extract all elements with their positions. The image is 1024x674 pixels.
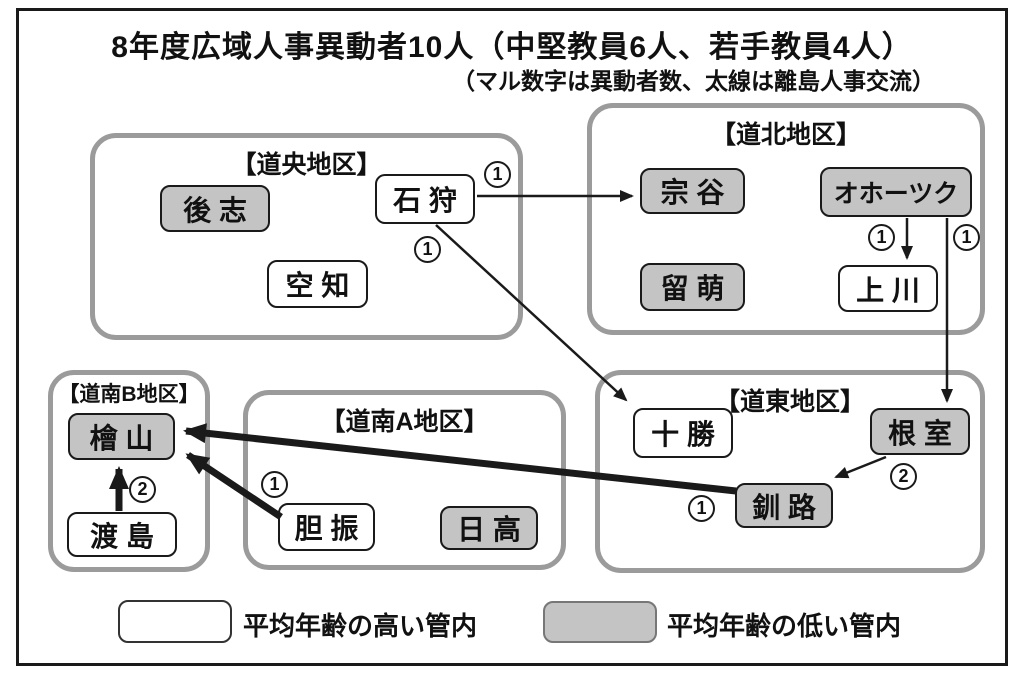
transfer-count-ishikari-tokachi: 1 [414,236,441,263]
node-shiribeshi: 後 志 [160,185,270,232]
region-title-donan-a: 【道南A地区】 [320,408,489,436]
transfer-count-nemuro-kushiro: 2 [890,463,917,490]
region-doto: 【道東地区】 [595,370,985,573]
legend-swatch-high-age [118,600,232,643]
node-okhotsk: オホーツク [820,167,972,217]
node-rumoi: 留 萌 [640,263,745,311]
diagram-title: 8年度広域人事異動者10人（中堅教員6人、若手教員4人） [111,31,913,64]
legend-label-high-age: 平均年齢の高い管内 [243,611,478,641]
node-tokachi: 十 勝 [633,408,733,458]
node-kamikawa: 上 川 [838,265,938,312]
node-soya: 宗 谷 [640,168,745,214]
node-hiyama: 檜 山 [68,413,175,460]
node-kushiro: 釧 路 [735,483,833,528]
region-title-douo: 【道央地区】 [231,151,382,179]
node-hidaka: 日 高 [440,506,538,550]
legend-label-low-age: 平均年齢の低い管内 [667,611,902,641]
region-title-doto: 【道東地区】 [714,388,865,416]
region-title-dohoku: 【道北地区】 [710,121,861,149]
region-title-donan-b: 【道南B地区】 [58,383,200,406]
transfer-count-oshima-hiyama: 2 [129,476,156,503]
transfer-count-ishikari-soya: 1 [484,161,511,188]
legend-swatch-low-age [543,601,657,643]
transfer-count-kushiro-hiyama: 1 [688,495,715,522]
node-nemuro: 根 室 [870,408,970,455]
node-oshima: 渡 島 [67,512,177,557]
transfer-count-okhotsk-nemuro: 1 [953,224,980,251]
diagram-subtitle: （マル数字は異動者数、太線は離島人事交流） [452,68,935,94]
node-ishikari: 石 狩 [375,174,475,224]
node-sorachi: 空 知 [267,260,368,308]
transfer-count-iburi-hiyama: 1 [261,471,288,498]
region-douo: 【道央地区】 [90,133,523,340]
node-iburi: 胆 振 [278,503,375,551]
transfer-count-okhotsk-kamikawa: 1 [868,224,895,251]
